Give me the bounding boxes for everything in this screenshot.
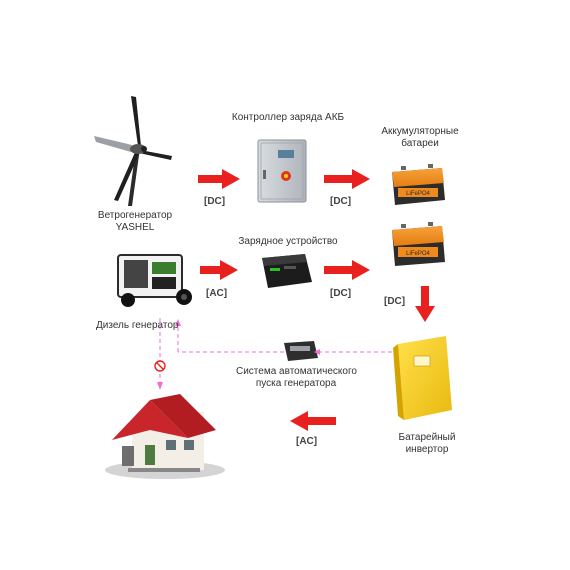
wind-turbine-icon	[94, 96, 172, 206]
house-icon	[105, 394, 225, 479]
label-charge-controller: Контроллер заряда АКБ	[231, 112, 345, 123]
arrow-battery-to-inverter	[415, 286, 435, 322]
control-line-dashed	[175, 319, 392, 355]
auto-start-device-icon	[284, 341, 318, 361]
label-batteries: Аккумуляторные батареи	[376, 126, 464, 150]
charge-controller-icon	[257, 139, 307, 203]
label-line: батареи	[401, 138, 439, 149]
tag-inverter-to-house: [AC]	[296, 436, 318, 447]
tag-wind-to-controller: [DC]	[204, 196, 226, 207]
battery-icon: LiFePO4	[392, 164, 445, 205]
tag-charger-to-battery: [DC]	[330, 288, 352, 299]
label-diesel-generator: Дизель генератор	[96, 320, 179, 331]
label-battery-inverter: Батарейный инвертор	[392, 432, 462, 456]
label-line: Аккумуляторные	[381, 126, 459, 137]
blocked-line	[154, 318, 166, 390]
tag-generator-to-charger: [AC]	[206, 288, 228, 299]
arrow-generator-to-charger	[200, 260, 238, 280]
label-line: Ветрогенератор	[97, 210, 173, 221]
arrow-controller-to-battery	[324, 169, 370, 189]
arrow-wind-to-controller	[198, 169, 240, 189]
battery-icon: LiFePO4	[392, 222, 445, 266]
arrow-inverter-to-house	[290, 411, 336, 431]
label-line: инвертор	[405, 444, 449, 455]
tag-battery-to-inverter: [DC]	[384, 296, 406, 307]
battery-text: LiFePO4	[406, 191, 430, 197]
label-auto-start-system: Системa автоматического пуска генератора	[236, 366, 357, 390]
label-line: YASHEL	[115, 222, 155, 233]
label-line: Системa автоматического	[236, 366, 357, 377]
diesel-generator-icon	[117, 254, 192, 307]
battery-text: LiFePO4	[406, 251, 430, 257]
label-line: Батарейный	[398, 432, 456, 443]
battery-inverter-icon	[393, 336, 452, 420]
tag-controller-to-battery: [DC]	[330, 196, 352, 207]
arrow-charger-to-battery	[324, 260, 370, 280]
label-charger: Зарядное устройство	[238, 236, 338, 247]
charger-icon	[262, 254, 312, 288]
label-line: пуска генератора	[255, 378, 337, 389]
label-wind-generator: Ветрогенератор YASHEL	[95, 210, 175, 234]
